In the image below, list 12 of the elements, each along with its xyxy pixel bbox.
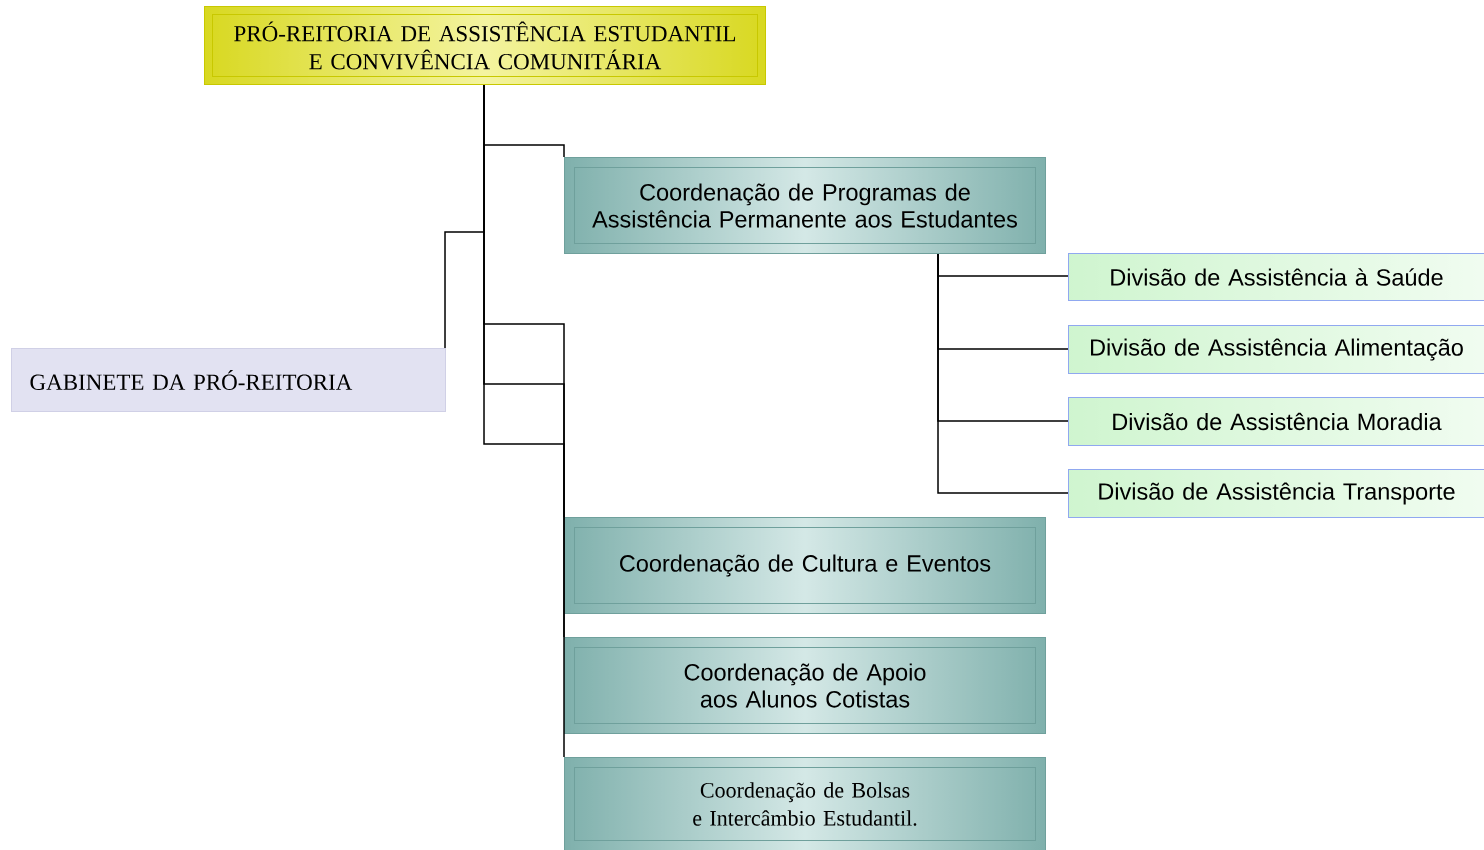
title-box: PRÓ-REITORIA DE ASSISTÊNCIA ESTUDANTIL E CONVIVÊNCIA COMUNITÁRIA [204, 6, 766, 85]
division-box: Divisão de Assistência Transporte [1068, 469, 1484, 518]
coordination-box: Coordenação de Bolsas e Intercâmbio Estudantil. [564, 757, 1046, 850]
coordination-box: Coordenação de Programas de Assistência Permanente aos Estudantes [564, 157, 1046, 254]
connector-line [937, 253, 1069, 494]
division-box: Divisão de Assistência Alimentação [1068, 325, 1484, 374]
division-box: Divisão de Assistência Moradia [1068, 397, 1484, 446]
office-box: GABINETE DA PRÓ-REITORIA [11, 348, 446, 412]
coordination-box: Coordenação de Cultura e Eventos [564, 517, 1046, 614]
connector-line [483, 84, 565, 758]
coordination-box: Coordenação de Apoio aos Alunos Cotistas [564, 637, 1046, 734]
division-box: Divisão de Assistência à Saúde [1068, 253, 1484, 301]
